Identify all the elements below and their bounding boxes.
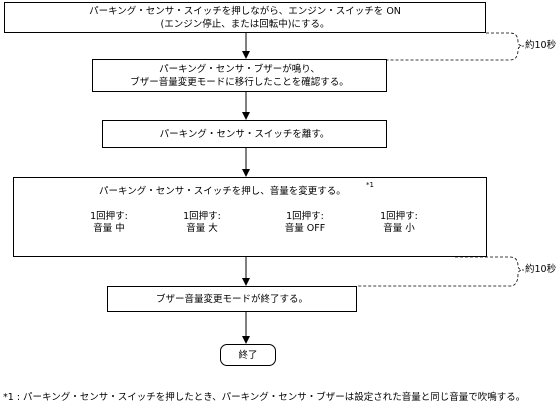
step-4-text: パーキング・センサ・スイッチを押し、音量を変更する。 xyxy=(99,186,346,197)
mode-off-level: 音量 OFF xyxy=(284,223,326,234)
step-1-line1: パーキング・センサ・スイッチを押しながら、エンジン・スイッチを ON xyxy=(89,5,401,17)
step-2-line2: ブザー音量変更モードに移行したことを確認する。 xyxy=(130,76,349,88)
step-2-box: パーキング・センサ・ブザーが鳴り、 ブザー音量変更モードに移行したことを確認する… xyxy=(92,59,387,92)
mode-off: 1回押す: 音量 OFF xyxy=(270,211,340,235)
footnote: *1 : パーキング・センサ・スイッチを押したとき、パーキング・センサ・ブザーは… xyxy=(3,392,526,403)
timer-label-1: 約10秒 xyxy=(525,40,557,51)
mode-medium-level: 音量 中 xyxy=(93,223,125,234)
mode-high-action: 1回押す: xyxy=(183,211,221,222)
step-2-line1: パーキング・センサ・ブザーが鳴り、 xyxy=(159,63,320,75)
step-1-box: パーキング・センサ・スイッチを押しながら、エンジン・スイッチを ON (エンジン… xyxy=(4,2,486,33)
step-1-line2: (エンジン停止、または回転中)にする。 xyxy=(160,18,330,30)
mode-off-action: 1回押す: xyxy=(286,211,324,222)
step-5-box: ブザー音量変更モードが終了する。 xyxy=(107,286,357,312)
mode-low-level: 音量 小 xyxy=(383,223,415,234)
timer-dash-1 xyxy=(387,32,525,61)
mode-medium-action: 1回押す: xyxy=(90,211,128,222)
step-3-text: パーキング・センサ・スイッチを離す。 xyxy=(159,128,330,140)
step-3-box: パーキング・センサ・スイッチを離す。 xyxy=(102,120,387,148)
mode-low-action: 1回押す: xyxy=(380,211,418,222)
timer-dash-2 xyxy=(357,256,525,287)
mode-high-level: 音量 大 xyxy=(186,223,218,234)
end-terminal: 終了 xyxy=(220,344,276,366)
step-4-box xyxy=(13,177,487,257)
step-4-note-mark: *1 xyxy=(366,181,374,189)
mode-medium: 1回押す: 音量 中 xyxy=(74,211,144,235)
step-5-text: ブザー音量変更モードが終了する。 xyxy=(155,293,308,305)
end-text: 終了 xyxy=(238,349,258,361)
mode-low: 1回押す: 音量 小 xyxy=(364,211,434,235)
mode-high: 1回押す: 音量 大 xyxy=(167,211,237,235)
timer-label-2: 約10秒 xyxy=(525,264,557,275)
